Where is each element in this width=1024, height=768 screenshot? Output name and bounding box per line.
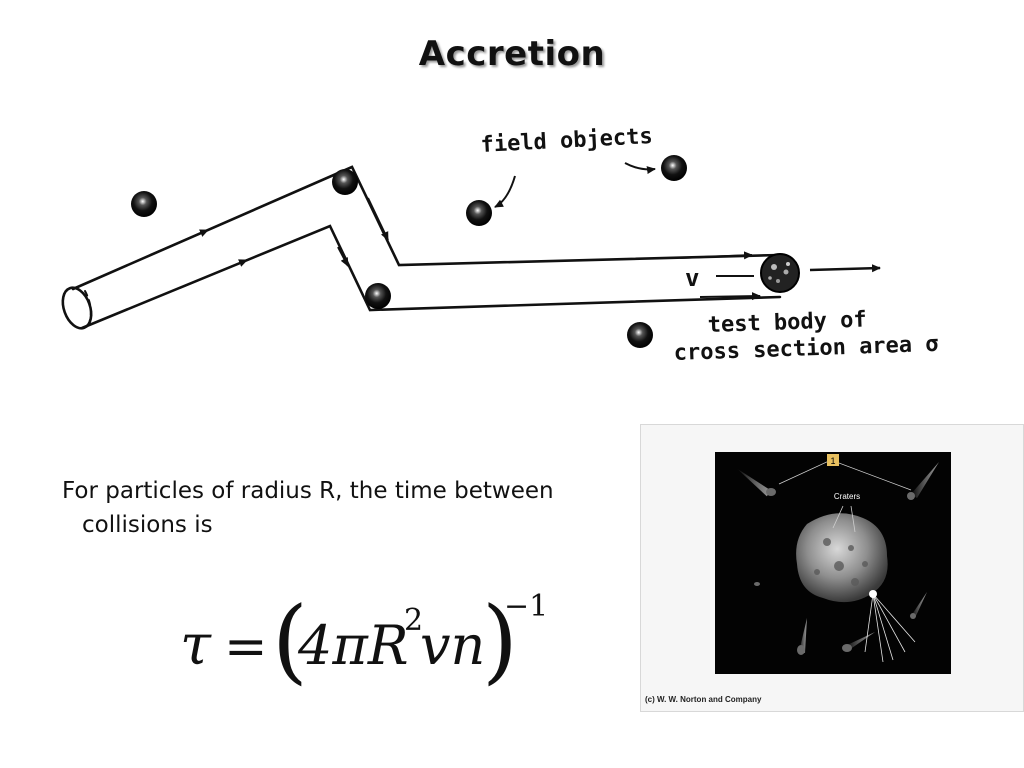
flow-arrows [149,162,881,301]
formula-rest: vn [420,614,485,677]
accretion-diagram: field objects v test body of cross secti… [61,124,939,366]
swept-tube [61,165,782,330]
marker-box [827,454,839,466]
label-velocity: v [685,264,699,292]
body-line-1: For particles of radius R, the time betw… [62,478,554,504]
field-object [332,169,358,195]
formula-close-paren: ) [482,587,518,694]
arrow-top-1 [149,229,209,256]
slide-title: Accretion [418,34,606,74]
tube-cap-dash [84,290,92,327]
photo-credit: (c) W. W. Norton and Company [645,695,762,704]
label-test-body-1: test body of [707,307,867,338]
formula-equals: = [224,617,268,677]
field-object [131,191,157,217]
arrow-top-3 [679,251,753,260]
tube-bottom-edge [80,224,782,330]
field-object [365,283,391,309]
craters-label: Craters [834,492,860,501]
label-field-objects: field objects [480,124,653,158]
body-line-2: collisions is [82,512,213,538]
field-object [466,200,492,226]
arrow-bottom-1 [179,259,248,289]
motion-arrow [809,264,881,273]
pointer-arrow-field-2 [624,162,656,175]
arrow-top-2 [367,197,389,241]
body-text: For particles of radius R, the time betw… [62,474,662,542]
field-object [661,155,687,181]
field-object [627,322,653,348]
marker-label: 1 [830,456,835,466]
collision-time-formula: τ = ( 4πR 2 vn ) −1 [180,587,548,694]
formula-tau: τ [180,613,212,678]
asteroid-illustration: 1 Craters [715,452,951,674]
arrow-bottom-2 [337,246,349,267]
formula-open-paren: ( [272,587,308,694]
field-objects [131,155,687,348]
formula-term: 4πR [297,614,409,677]
pointer-arrow-field-1 [494,175,516,208]
asteroid-photo-panel: 1 Craters (c) W. W. Norton and Company [640,424,1024,712]
formula-exponent: −1 [504,589,548,624]
formula-exponent-2: 2 [404,603,423,638]
arrow-bottom-3 [699,292,761,301]
asteroid [796,513,888,603]
impact-flash [864,593,916,663]
test-body [760,253,800,293]
meteoroid-streaks [737,462,939,653]
tube-top-edge [71,165,782,291]
